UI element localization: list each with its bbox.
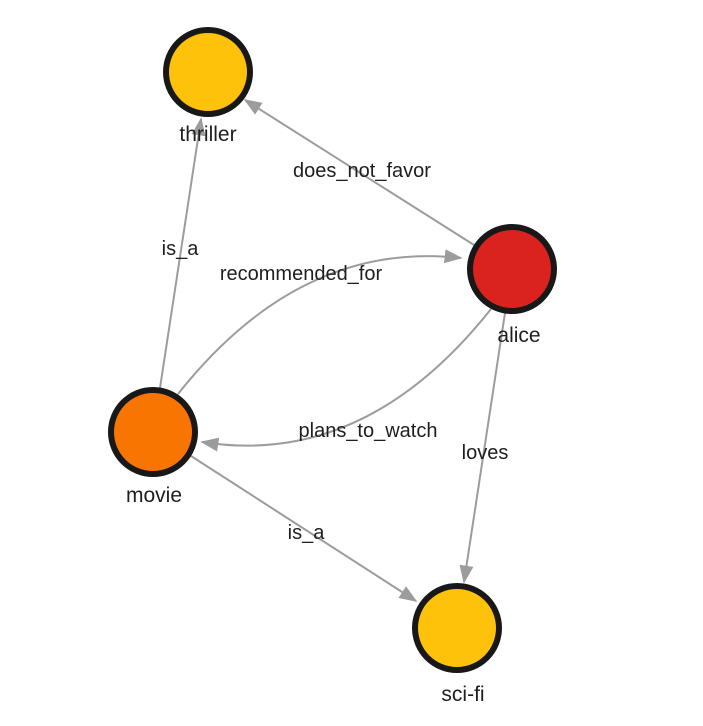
node-sci-fi[interactable] (412, 583, 502, 673)
edge-label-alice-loves-scifi: loves (462, 442, 509, 464)
edge-movie-recommended_for-alice (177, 249, 463, 395)
edge-label-alice-does_not_favor-thriller: does_not_favor (293, 160, 431, 182)
node-thriller[interactable] (163, 27, 253, 117)
edge-alice-does_not_favor-thriller (243, 99, 475, 246)
node-label-thriller: thriller (179, 123, 236, 146)
edge-labels-layer: is_a does_not_favor recommended_for plans_t… (162, 160, 509, 544)
edge-label-movie-is_a-thriller: is_a (162, 238, 200, 260)
nodes-layer (108, 27, 557, 673)
edge-alice-loves-scifi (459, 312, 506, 584)
node-alice[interactable] (467, 224, 557, 314)
edge-movie-is_a-thriller (159, 117, 206, 389)
edge-label-movie-is_a-scifi: is_a (288, 522, 326, 544)
node-label-sci-fi: sci-fi (441, 683, 484, 706)
node-label-movie: movie (126, 484, 182, 507)
edges-layer (159, 99, 506, 602)
edge-alice-plans_to_watch-movie (200, 308, 492, 452)
node-labels-layer: thriller alice movie sci-fi (126, 123, 541, 706)
edge-movie-is_a-scifi (190, 455, 418, 602)
edge-label-alice-plans_to_watch-movie: plans_to_watch (299, 420, 438, 442)
edge-label-movie-recommended_for-alice: recommended_for (220, 263, 383, 285)
node-movie[interactable] (108, 387, 198, 477)
node-label-alice: alice (497, 324, 540, 347)
